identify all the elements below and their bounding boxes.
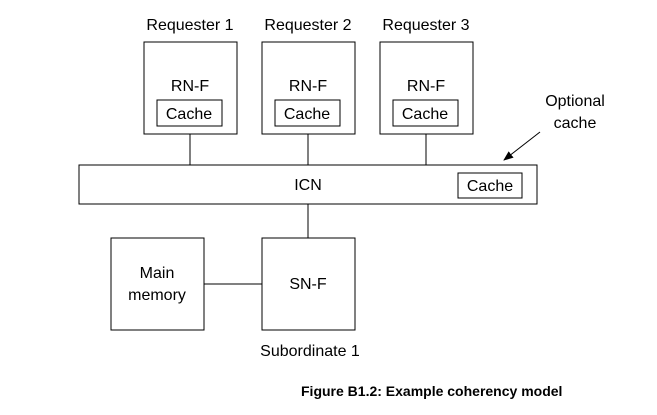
- main-memory: Main memory: [110, 237, 205, 331]
- requester-1-cache: [156, 99, 223, 127]
- requester-3-cache-label: Cache: [402, 106, 448, 123]
- subordinate-node-label: SN-F: [289, 276, 327, 293]
- subordinate-node: SN-F: [261, 237, 356, 331]
- requester-1-title: Requester 1: [146, 17, 233, 34]
- requester-3-cache: [392, 99, 459, 127]
- requester-2-cache: [274, 99, 341, 127]
- optional-cache-arrow: [503, 131, 541, 161]
- requester-2-cache-label: Cache: [284, 106, 330, 123]
- main-memory-label-line-1: Main: [140, 265, 175, 282]
- subordinate-title: Subordinate 1: [260, 343, 360, 360]
- icn-interconnect: ICN Cache: [78, 164, 538, 205]
- requester-2-title: Requester 2: [264, 17, 351, 34]
- requester-2-node: RN-F Cache: [261, 41, 356, 135]
- requester-3-node: RN-F Cache: [379, 41, 474, 135]
- requester-1-node-label: RN-F: [171, 78, 209, 95]
- icn-cache: [457, 172, 523, 199]
- requester-2-node-label: RN-F: [289, 78, 327, 95]
- requester-3-node-label: RN-F: [407, 78, 445, 95]
- optional-cache-note-line-2: cache: [554, 115, 597, 132]
- requester-1-cache-label: Cache: [166, 106, 212, 123]
- icn-cache-label: Cache: [467, 178, 513, 195]
- figure-caption: Figure B1.2: Example coherency model: [301, 383, 563, 399]
- optional-cache-note-line-1: Optional: [545, 93, 605, 110]
- requester-3-title: Requester 3: [382, 17, 469, 34]
- requester-1-node: RN-F Cache: [143, 41, 238, 135]
- icn-label: ICN: [294, 177, 322, 194]
- main-memory-label-line-2: memory: [128, 287, 186, 304]
